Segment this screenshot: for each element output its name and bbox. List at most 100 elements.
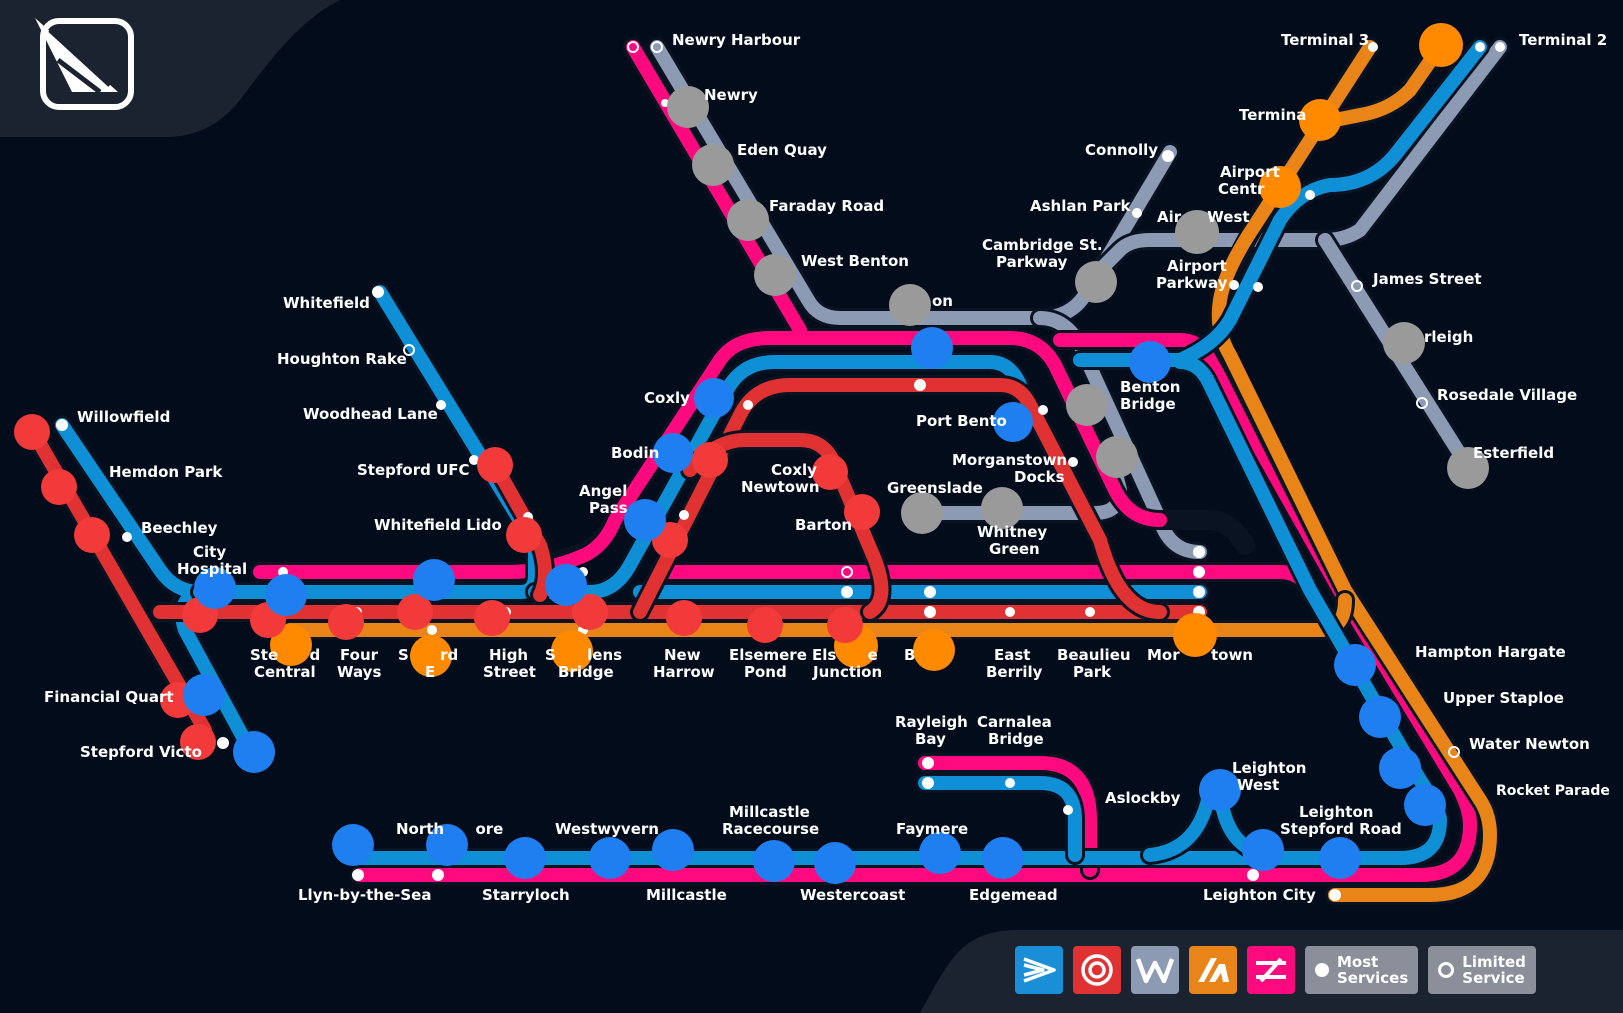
label-terminal-2: Terminal 2 (1519, 31, 1607, 49)
label-angel-pass-1: Angel (579, 482, 627, 500)
label-port-benton: Port Bento (916, 412, 1007, 430)
label-stepford-central-1: Ste d (250, 646, 320, 664)
label-terminal-1: Termina (1239, 106, 1306, 124)
label-morganstown-docks-1: Morganstown (952, 451, 1067, 469)
label-faymere: Faymere (896, 820, 968, 838)
label-westercoast: Westercoast (800, 886, 905, 904)
legend-limited-service: Limited Service (1428, 946, 1536, 994)
label-millcastle: Millcastle (646, 886, 727, 904)
label-woodhead-lane: Woodhead Lane (303, 405, 438, 423)
label-elsemere-pond-2: Pond (744, 663, 787, 681)
label-st-helens-2: Bridge (558, 663, 614, 681)
label-airport-west: Air West (1157, 208, 1250, 226)
label-cambridge-2: Parkway (996, 253, 1068, 271)
label-berrily: B (904, 646, 915, 664)
label-beaulieu-park-1: Beaulieu (1057, 646, 1131, 664)
logo-backdrop (0, 0, 340, 137)
label-leighton-west-1: Leighton (1232, 759, 1306, 777)
label-stepford-central-2: Central (254, 663, 316, 681)
label-rocket-parade: Rocket Parade (1496, 783, 1610, 799)
grey-markers (667, 86, 1489, 534)
airlink-icon (1189, 946, 1237, 994)
label-city-hospital-2: Hospital (177, 560, 247, 578)
label-millcastle-racecourse-2: Racecourse (722, 820, 819, 838)
label-financial-quarter: Financial Quart (44, 688, 174, 706)
legend-most-services: Most Services (1305, 946, 1419, 994)
label-greenslade: Greenslade (887, 479, 983, 497)
waterline-icon (1131, 946, 1179, 994)
blue-markers (183, 327, 1446, 884)
label-airport-central-1: Airport (1220, 163, 1280, 181)
limited-service-line1: Limited (1462, 953, 1526, 971)
station-pips (56, 41, 1505, 901)
label-starryloch: Starryloch (482, 886, 570, 904)
label-four-ways-2: Ways (337, 663, 381, 681)
label-water-newton: Water Newton (1469, 735, 1590, 753)
label-cambridge-1: Cambridge St. (982, 236, 1103, 254)
connect-icon (1015, 946, 1063, 994)
label-hemdon-park: Hemdon Park (109, 463, 223, 481)
limited-service-line2: Service (1462, 969, 1525, 987)
label-benton: on (932, 292, 953, 310)
label-beechley: Beechley (141, 519, 218, 537)
label-leighton-stepford-2: Stepford Road (1280, 820, 1402, 838)
label-four-ways-1: Four (340, 646, 379, 664)
label-ashlan-park: Ashlan Park (1030, 197, 1131, 215)
label-stepford-victoria: Stepford Victo (80, 743, 202, 761)
label-stepford-east-2: E (425, 663, 435, 681)
label-leighton-city: Leighton City (1203, 886, 1316, 904)
label-airport-central-2: Centr (1218, 180, 1265, 198)
label-airport-parkway-1: Airport (1167, 257, 1227, 275)
label-james-street: James Street (1372, 270, 1482, 288)
label-elsemere-junction-1: Els e (812, 646, 878, 664)
label-faraday-road: Faraday Road (769, 197, 884, 215)
label-east-berrily-1: East (994, 646, 1030, 664)
most-services-line1: Most (1337, 953, 1379, 971)
label-houghton-rake: Houghton Rake (277, 350, 407, 368)
label-morganstown: Mor town (1147, 646, 1253, 664)
filled-dot-icon (1315, 963, 1329, 977)
label-carnalea-bridge-1: Carnalea (977, 713, 1052, 731)
red-markers (14, 414, 880, 760)
label-coxly: Coxly (644, 389, 690, 407)
label-high-street-2: Street (483, 663, 536, 681)
label-willowfield: Willowfield (77, 408, 170, 426)
label-upper-staploe: Upper Staploe (1443, 689, 1564, 707)
label-leighton-stepford-1: Leighton (1299, 803, 1373, 821)
label-elsemere-junction-2: Junction (812, 663, 882, 681)
label-high-street-1: High (489, 646, 528, 664)
label-newry-harbour: Newry Harbour (672, 31, 801, 49)
label-new-harrow-1: New (664, 646, 701, 664)
label-millcastle-racecourse-1: Millcastle (729, 803, 810, 821)
label-whitney-green-1: Whitney (977, 523, 1047, 541)
label-llyn-by-the-sea: Llyn-by-the-Sea (298, 886, 431, 904)
label-terminal-3: Terminal 3 (1281, 31, 1369, 49)
label-stepford-ufc: Stepford UFC (357, 461, 470, 479)
label-edgemead: Edgemead (969, 886, 1058, 904)
open-dot-icon (1438, 962, 1455, 978)
metro-icon (1073, 946, 1121, 994)
label-morganstown-docks-2: Docks (1014, 468, 1065, 486)
label-rayleigh-bay-1: Rayleigh (895, 713, 968, 731)
station-labels: Newry Harbour Newry Eden Quay Faraday Ro… (44, 31, 1610, 904)
label-east-berrily-2: Berrily (986, 663, 1043, 681)
label-airport-parkway-2: Parkway (1156, 274, 1228, 292)
label-whitefield-lido: Whitefield Lido (374, 516, 502, 534)
label-northshore: North ore (396, 820, 503, 838)
express-icon (1247, 946, 1295, 994)
label-coxly-newtown-2: Newtown (741, 478, 820, 496)
label-angel-pass-2: Pass (589, 499, 628, 517)
label-new-harrow-2: Harrow (653, 663, 715, 681)
label-carnalea-bridge-2: Bridge (988, 730, 1044, 748)
label-whitefield: Whitefield (283, 294, 370, 312)
label-arleigh: rleigh (1424, 328, 1473, 346)
legend: Most Services Limited Service (1015, 946, 1536, 994)
label-eden-quay: Eden Quay (737, 141, 827, 159)
label-rayleigh-bay-2: Bay (915, 730, 946, 748)
label-easterfield: Esterfield (1473, 444, 1554, 462)
label-benton-bridge-1: Benton (1120, 378, 1180, 396)
label-rosedale-village: Rosedale Village (1437, 386, 1577, 404)
label-stepford-east-1: S rd (398, 646, 458, 664)
label-barton: Barton (795, 516, 852, 534)
